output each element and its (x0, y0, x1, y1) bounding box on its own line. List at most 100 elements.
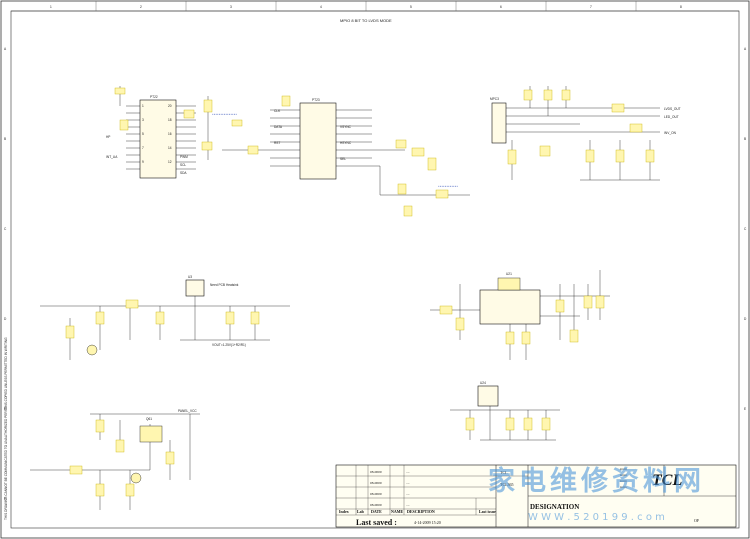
ic-u3-block: MPC3 LVDS_OUT LED_OUT INV_ON (490, 86, 681, 181)
row-c-right: C (744, 227, 747, 231)
ic-u1 (139, 99, 177, 179)
ic-u2 (299, 102, 337, 180)
rev-row-3-date: 08-0000 (370, 492, 382, 496)
regulator-1-note: Need PCB Heatsink (210, 283, 239, 287)
col-7: 7 (590, 5, 592, 9)
row-e-right: E (744, 407, 746, 411)
u3-net-led: LED_OUT (664, 115, 679, 119)
u1-net-pwm: PWM (180, 155, 188, 159)
col-date: DATE (371, 509, 382, 514)
row-f: F (4, 497, 6, 501)
u2-net-vsync: VSYNC (340, 125, 352, 129)
rev-row-3-desc: .... (406, 492, 410, 496)
u1-pin-l9: 9 (142, 160, 144, 164)
ic-u1-ref: PT22 (150, 95, 158, 99)
u1-pin-l7: 7 (142, 146, 144, 150)
row-d-right: D (744, 317, 747, 321)
code-label: TCL365 (500, 482, 514, 487)
svg-text:⋯⋯⋯⋯: ⋯⋯⋯⋯ (438, 184, 458, 190)
svg-text:▪▪▪▪▪▪: ▪▪▪▪▪▪ (620, 485, 627, 489)
panel-switch-ref: Q61 (146, 417, 152, 421)
col-desc: DESCRIPTION (407, 509, 435, 514)
regulator-3-ref: U24 (480, 381, 486, 385)
tcl-logo: TCL (652, 472, 682, 489)
u2-net-rst: RST (274, 141, 280, 145)
svg-text:▪▪▪▪▪▪: ▪▪▪▪▪▪ (620, 473, 627, 477)
last-saved-label: Last saved : (356, 518, 397, 527)
watermark-url: W W W . 5 2 0 1 9 9 . c o m (528, 512, 665, 523)
ic-u1-block: PT22 1 3 5 7 9 20 18 16 14 12 HP INT_UA … (106, 86, 237, 179)
rev-row-4-desc: .... (406, 503, 410, 507)
regulator-3-block: U24 (450, 381, 560, 441)
ic-u2-ref: PT23 (312, 98, 320, 102)
row-b: B (4, 137, 6, 141)
side-note: THIS DRAWING CANNOT BE COMMUNICATED TO U… (4, 337, 8, 520)
u1-net-sda: SDA (180, 171, 187, 175)
rev-row-2-date: 08-0000 (370, 481, 382, 485)
last-saved-value: 4-14-2009 15:20 (414, 520, 441, 525)
last-issue-label: Last issue (479, 509, 496, 514)
col-5: 5 (410, 5, 412, 9)
row-d: D (4, 317, 7, 321)
regulator-1-out: VOUT=1.25V(1+R2/R1) (212, 343, 246, 347)
u3-net-inv: INV_ON (664, 131, 677, 135)
title-block: 08-0000 .... 08-0000 .... 08-0000 .... 0… (335, 464, 737, 528)
u1-pin-r20: 20 (168, 104, 172, 108)
col-4: 4 (320, 5, 322, 9)
svg-text:▪▪▪▪▪▪: ▪▪▪▪▪▪ (620, 467, 627, 471)
column-markers: 1 2 3 4 5 6 7 8 (50, 1, 682, 11)
col-6: 6 (500, 5, 502, 9)
u1-net-int: INT_UA (106, 155, 118, 159)
col-3: 3 (230, 5, 232, 9)
u1-pin-r12: 12 (168, 160, 172, 164)
company-name: TCL (500, 470, 508, 475)
u1-pin-l5: 5 (142, 132, 144, 136)
regulator-2-ref: U21 (506, 272, 512, 276)
u2-net-clk: CLK (274, 109, 281, 113)
regulator-1 (185, 279, 205, 297)
col-8: 8 (680, 5, 682, 9)
svg-text:⋯⋯⋯⋯⋯: ⋯⋯⋯⋯⋯ (212, 112, 237, 118)
u2-net-sel: SEL (340, 157, 346, 161)
u2-net-data: DATA (274, 125, 283, 129)
designation-label: DESIGNATION (530, 503, 579, 511)
ic-u2-block: PT23 CLK DATA RST VSYNC HSYNC SEL (222, 95, 470, 217)
row-e: E (4, 407, 6, 411)
rev-row-4-date: 08-0000 (370, 503, 382, 507)
col-2: 2 (140, 5, 142, 9)
u1-pin-l3: 3 (142, 118, 144, 122)
ic-u3-ref: MPC3 (490, 97, 499, 101)
u1-pin-r16: 16 (168, 132, 172, 136)
regulator-2-block: U21 MP2108 (430, 270, 610, 360)
row-markers: A B C D E F A B C D E (4, 47, 747, 501)
col-index: Index (339, 509, 349, 514)
svg-text:▪▪▪▪▪▪: ▪▪▪▪▪▪ (620, 479, 627, 483)
panel-switch-net: PANEL_VCC (178, 409, 197, 413)
sheet-header: MPIO 8 BIT TO LVDS MODE (340, 18, 392, 23)
rev-row-2-desc: .... (406, 481, 410, 485)
watermark-cn: 家电维修资料网 (488, 465, 705, 497)
sheet-of-label: OF (694, 518, 700, 523)
watermark: 家电维修资料网 W W W . 5 2 0 1 9 9 . c o m (488, 465, 705, 523)
u1-pin-l1: 1 (142, 104, 144, 108)
u1-pin-r14: 14 (168, 146, 172, 150)
row-c: C (4, 227, 7, 231)
rev-row-1-date: 08-0000 (370, 470, 382, 474)
panel-switch-block: Q61 PANEL_VCC (30, 409, 200, 510)
regulator-1-block: U3 Need PCB Heatsink VOUT=1.25V(1+R2/R1) (40, 275, 290, 360)
col-lab: Lab (357, 509, 365, 514)
u3-net-lvds: LVDS_OUT (664, 107, 681, 111)
rev-row-1-desc: .... (406, 470, 410, 474)
col-name: NAME (391, 509, 404, 514)
u2-net-hsync: HSYNC (340, 141, 352, 145)
row-b-right: B (744, 137, 746, 141)
ic-u3 (491, 102, 507, 144)
u1-pin-r18: 18 (168, 118, 172, 122)
u1-net-hp: HP (106, 135, 110, 139)
col-1: 1 (50, 5, 52, 9)
regulator-1-ref: U3 (188, 275, 192, 279)
regulator-3 (477, 385, 499, 407)
u1-net-scl: SCL (180, 163, 186, 167)
